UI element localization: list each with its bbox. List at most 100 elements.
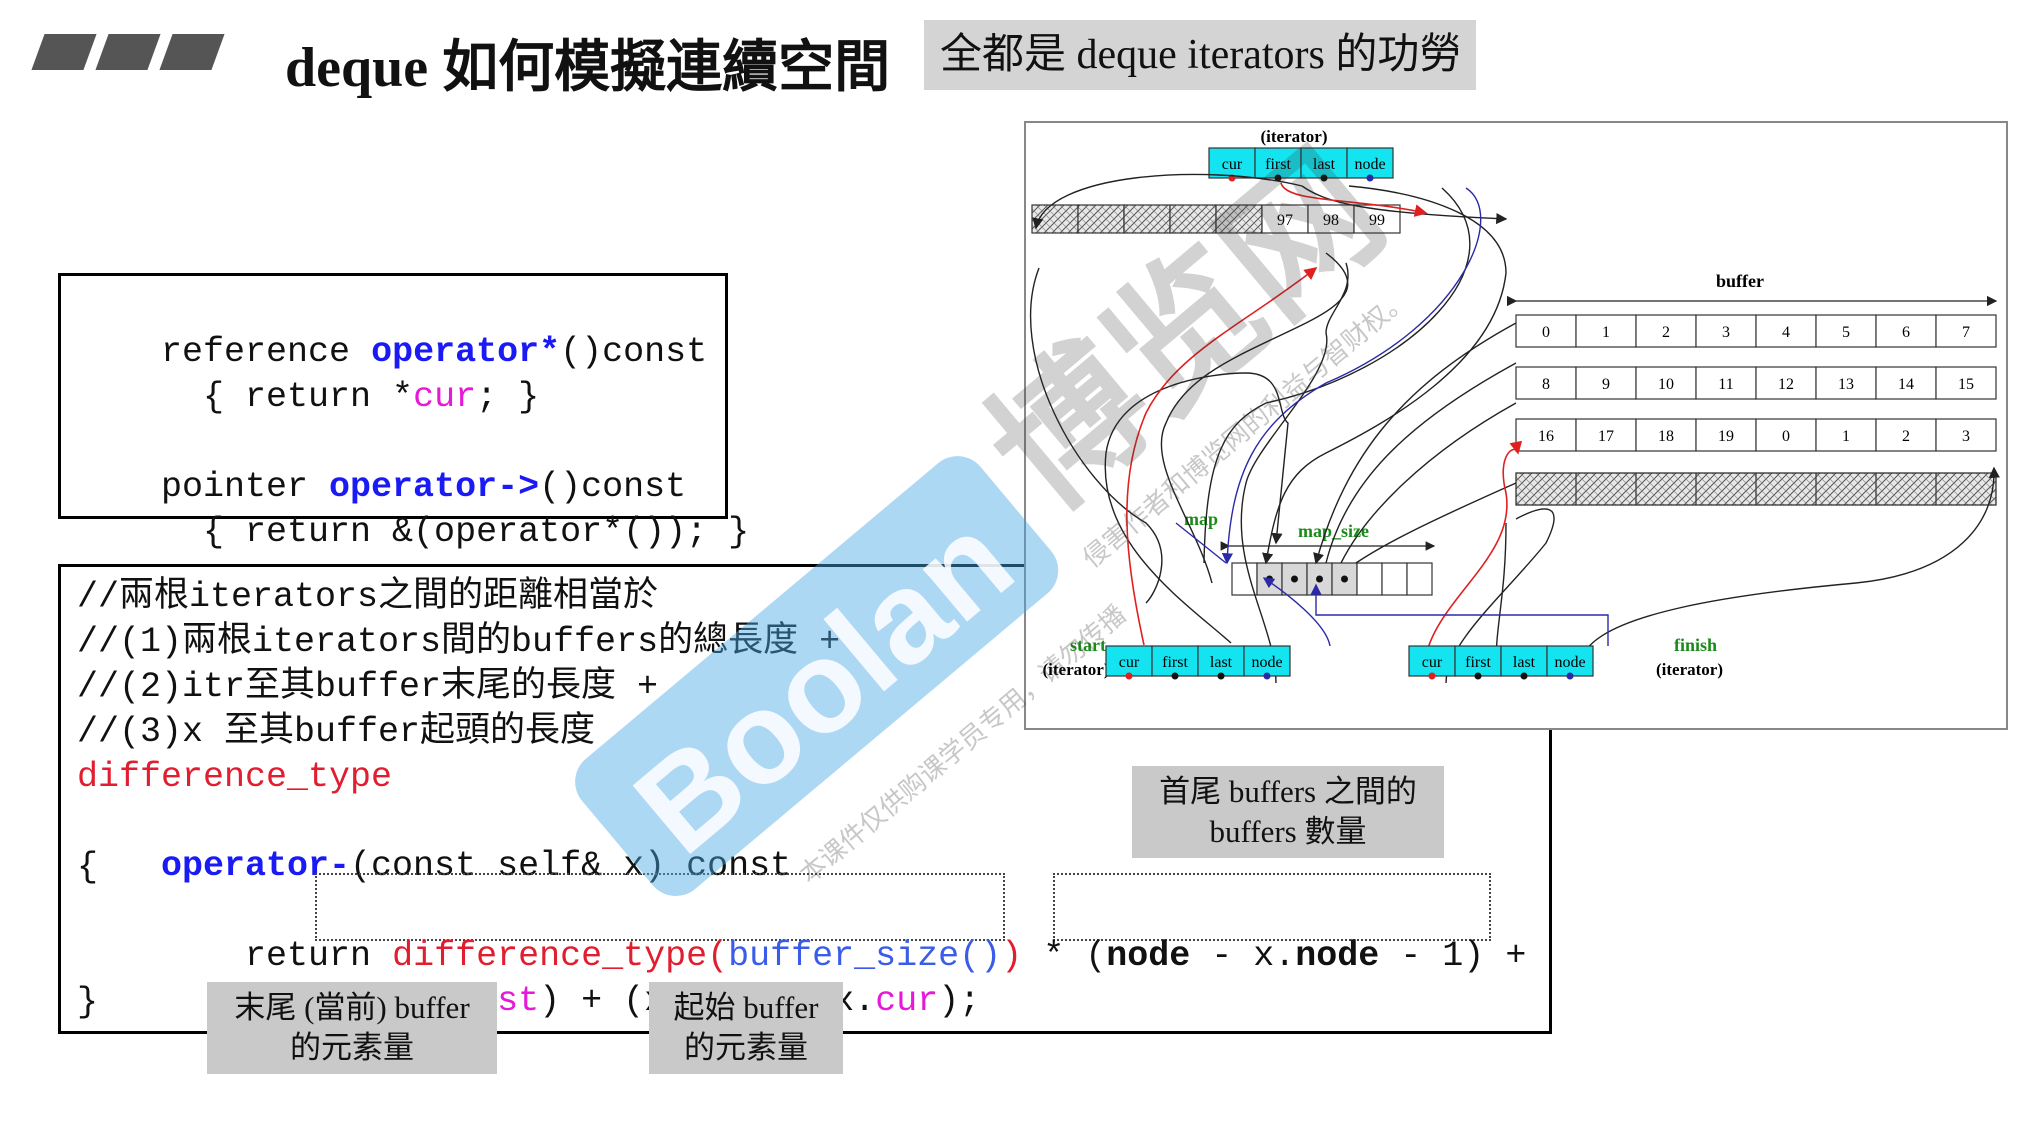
buffer-cell (1815, 314, 1877, 348)
buffer-cell-value: 3 (1722, 324, 1730, 341)
label-tail-buffer-elems: 末尾 (當前) buffer 的元素量 (207, 982, 497, 1074)
buffer-size-highlight (315, 873, 1005, 941)
top-buffer-value: 98 (1323, 212, 1339, 229)
buffer-label: buffer (1716, 271, 1764, 291)
finish-iterator-fields: cur first last node (1408, 645, 1594, 680)
buffer-cell-value: 10 (1658, 376, 1674, 393)
buffer-cell (1575, 418, 1637, 452)
top-buffer-empty-cell (1123, 204, 1171, 234)
top-iterator-label: (iterator) (1260, 127, 1327, 146)
buffer-cell-value: 3 (1962, 428, 1970, 445)
start-iter-last-cell (1197, 645, 1245, 677)
map-label: map (1184, 509, 1218, 529)
finish-iterator-label: (iterator) (1656, 660, 1723, 679)
buffer-cell (1695, 418, 1757, 452)
node-diff-highlight (1053, 873, 1491, 941)
buffer-cell-value: 16 (1538, 428, 1554, 445)
pointer-connections (1029, 173, 2000, 684)
top-buffer-value: 99 (1369, 212, 1385, 229)
buffer-cell (1815, 366, 1877, 400)
buffer-cell-value: 0 (1542, 324, 1550, 341)
buffer-cell-value: 19 (1718, 428, 1734, 445)
top-iter-first-label: first (1265, 156, 1291, 173)
return-type: difference_type (77, 757, 393, 797)
finish-iter-last-pointer-dot (1520, 672, 1528, 680)
buffer-cell-value: 1 (1842, 428, 1850, 445)
finish-iter-first-label: first (1465, 654, 1491, 671)
buffer-cell-value: 1 (1602, 324, 1610, 341)
finish-iter-cur-label: cur (1422, 654, 1443, 671)
open-brace: { (77, 847, 99, 887)
start-iter-node-label: node (1251, 654, 1282, 671)
buffer-cell-value: 15 (1958, 376, 1974, 393)
buffer-cell (1575, 366, 1637, 400)
start-iter-last-label: last (1210, 654, 1233, 671)
map-node-cell (1381, 562, 1408, 596)
buffer-cell (1695, 314, 1757, 348)
buffer-cell (1875, 314, 1937, 348)
top-buffer-value: 97 (1277, 212, 1293, 229)
operator-minus-signature: operator-(const self& x) const (161, 846, 792, 886)
buffer-cell-value: 2 (1662, 324, 1670, 341)
map-node-cell (1356, 562, 1383, 596)
top-iter-node-label: node (1354, 156, 1385, 173)
start-iter-node-cell (1243, 645, 1291, 677)
code-line-4: { return &(operator*()); } (161, 512, 750, 552)
buffer-cell (1755, 366, 1817, 400)
start-iter-last-pointer-dot (1217, 672, 1225, 680)
finish-iter-node-label: node (1554, 654, 1585, 671)
close-brace: } (77, 982, 99, 1022)
top-iter-node-pointer-dot (1366, 174, 1374, 182)
comment-4: //(3)x 至其buffer起頭的長度 (77, 712, 596, 752)
buffer-cell-value: 8 (1542, 376, 1550, 393)
finish-iter-node-cell (1546, 645, 1594, 677)
map-node-pointer-dot (1291, 575, 1298, 583)
map-node-pointer-dot (1316, 575, 1323, 583)
buffer-cell (1575, 314, 1637, 348)
top-iter-first-pointer-dot (1274, 174, 1282, 182)
map-node-pointer-dot (1341, 575, 1348, 583)
finish-iter-node-pointer-dot (1566, 672, 1574, 680)
top-buffer: 97 98 99 (1031, 204, 1401, 234)
map-node-cell (1406, 562, 1433, 596)
top-buffer-empty-cell (1169, 204, 1217, 234)
buffer-cell (1935, 314, 1997, 348)
cur-member: cur (413, 377, 477, 417)
start-iter-first-pointer-dot (1171, 672, 1179, 680)
buffer-cell-value: 5 (1842, 324, 1850, 341)
start-label: start (1070, 635, 1106, 655)
operator-star: operator* (371, 332, 561, 372)
buffer-cell (1875, 418, 1937, 452)
buffer-cell-value: 0 (1782, 428, 1790, 445)
start-iterator-label: (iterator) (1042, 660, 1109, 679)
map-node-array (1231, 562, 1433, 596)
node-pointer-connections (1175, 187, 1609, 647)
buffer-cell-value: 17 (1598, 428, 1614, 445)
buffer-cell-value: 9 (1602, 376, 1610, 393)
buffer-cell (1515, 418, 1577, 452)
top-iter-cur-label: cur (1222, 156, 1243, 173)
start-iter-cur-pointer-dot (1125, 672, 1133, 680)
buffer-cell (1755, 418, 1817, 452)
buffer-cell-value: 4 (1782, 324, 1790, 341)
operator-deref-code-box: reference operator*()const { return *cur… (58, 273, 749, 552)
top-buffer-empty-cell (1077, 204, 1125, 234)
return-line-1: return difference_type(buffer_size()) * … (161, 936, 1527, 976)
label-head-buffer-elems: 起始 buffer 的元素量 (649, 982, 843, 1074)
comment-2: //(1)兩根iterators間的buffers的總長度 + (77, 622, 841, 662)
buffer-cell-value: 14 (1898, 376, 1914, 393)
finish-iter-last-cell (1500, 645, 1548, 677)
top-buffer-empty-cell (1215, 204, 1263, 234)
finish-iter-last-label: last (1513, 654, 1536, 671)
label-buffers-between: 首尾 buffers 之間的 buffers 數量 (1132, 766, 1444, 858)
start-iter-node-pointer-dot (1263, 672, 1271, 680)
buffer-cell-value: 12 (1778, 376, 1794, 393)
start-iter-first-label: first (1162, 654, 1188, 671)
buffer-cell (1695, 366, 1757, 400)
operator-arrow: operator-> (329, 467, 540, 507)
